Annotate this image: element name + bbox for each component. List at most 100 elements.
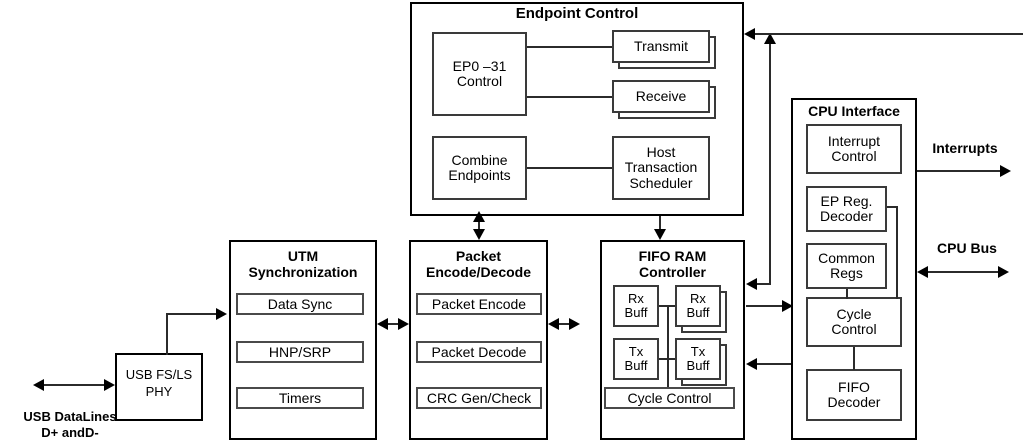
rx-buff-right-label-line1: Rx (690, 290, 706, 306)
utm-sync-title-line1: UTM (287, 248, 319, 264)
tx-buff-right-box: Tx Buff (675, 338, 721, 380)
host-scheduler-label-line2: Transaction (624, 159, 698, 176)
host-transaction-scheduler-box: Host Transaction Scheduler (612, 136, 710, 200)
connector-phy-up (166, 313, 168, 355)
ep0-31-control-box: EP0 –31 Control (432, 32, 527, 116)
hnp-srp-label: HNP/SRP (268, 344, 332, 360)
transmit-box: Transmit (612, 30, 710, 63)
arrow-external-bus-to-endpoint (744, 28, 755, 40)
interrupt-control-box: Interrupt Control (806, 124, 902, 174)
host-scheduler-label-line3: Scheduler (629, 174, 693, 191)
ep-reg-decoder-box: EP Reg. Decoder (806, 186, 887, 232)
packet-encode-decode-title-line2: Encode/Decode (425, 264, 532, 280)
arrow-endpoint-to-fifo (654, 229, 666, 240)
arrow-usb-datalines-right (104, 379, 115, 391)
common-regs-label-line2: Regs (830, 265, 863, 281)
connector-epreg-to-cyclecontrol (896, 206, 898, 299)
connector-fifo-to-endpoint-horizontal-lower (757, 283, 771, 285)
cpu-bus-label: CPU Bus (937, 240, 997, 256)
arrow-utm-packet-right (398, 318, 409, 330)
cpu-interface-title: CPU Interface (808, 103, 900, 119)
arrow-endpoint-packet-up (473, 211, 485, 222)
connector-cpu-to-fifo (757, 363, 791, 365)
connector-buffs-to-cyclecontrol (667, 305, 669, 387)
connector-packet-to-fifo (559, 323, 577, 325)
common-regs-box: Common Regs (806, 243, 887, 289)
connector-interrupts (917, 170, 1002, 172)
usb-phy-label-line1: USB FS/LS (125, 367, 193, 382)
combine-endpoints-label-line1: Combine (451, 151, 508, 168)
fifo-decoder-label-line1: FIFO (838, 378, 870, 395)
arrow-utm-packet-left (377, 318, 388, 330)
endpoint-control-title: Endpoint Control (515, 5, 639, 22)
connector-fifo-to-endpoint-vertical (769, 44, 771, 285)
tx-buff-left-label-line1: Tx (628, 343, 644, 359)
tx-buff-right-label-line2: Buff (686, 358, 710, 373)
usb-datalines-label-line1: USB DataLines (23, 409, 117, 424)
connector-commonregs-to-cyclecontrol (846, 289, 848, 299)
data-sync-box: Data Sync (236, 293, 364, 315)
block-usb-phy (115, 353, 203, 421)
utm-sync-title-line2: Synchronization (248, 264, 358, 280)
packet-decode-box: Packet Decode (416, 341, 542, 363)
tx-buff-left-box: Tx Buff (613, 338, 659, 380)
receive-label: Receive (635, 87, 687, 104)
fifo-decoder-box: FIFO Decoder (806, 369, 902, 421)
tx-buff-left-label-line2: Buff (624, 358, 648, 373)
combine-endpoints-box: Combine Endpoints (432, 136, 527, 200)
crc-gen-check-box: CRC Gen/Check (416, 387, 542, 409)
packet-encode-label: Packet Encode (431, 296, 527, 312)
common-regs-label-line1: Common (818, 249, 875, 266)
crc-gen-check-label: CRC Gen/Check (426, 390, 532, 406)
arrow-fifo-to-cpu (782, 300, 793, 312)
connector-epreg-right-stub (887, 206, 898, 208)
rx-buff-left-label-line2: Buff (624, 305, 648, 320)
timers-box: Timers (236, 387, 364, 409)
arrow-packet-fifo-left (548, 318, 559, 330)
arrow-cpu-bus-right (998, 266, 1009, 278)
fifo-decoder-label-line2: Decoder (827, 394, 881, 410)
cpu-cycle-control-box: Cycle Control (806, 297, 902, 347)
interrupt-control-label-line2: Control (831, 148, 877, 164)
connector-usb-datalines (44, 384, 106, 386)
rx-buff-right-label-line2: Buff (686, 305, 710, 320)
fifo-ram-controller-title-line2: Controller (639, 264, 706, 280)
receive-box: Receive (612, 80, 710, 113)
tx-buff-right-label-line1: Tx (690, 343, 706, 359)
interrupts-label: Interrupts (932, 140, 998, 156)
packet-decode-label: Packet Decode (431, 344, 527, 360)
packet-encode-box: Packet Encode (416, 293, 542, 315)
interrupt-control-label-line1: Interrupt (827, 132, 881, 149)
arrow-usb-datalines-left (33, 379, 44, 391)
arrow-fifo-to-endpoint-up (764, 33, 776, 44)
ep0-31-control-label-line1: EP0 –31 (452, 57, 507, 74)
fifo-ram-controller-title-line1: FIFO RAM (638, 248, 707, 264)
connector-fifo-to-cpu (746, 305, 786, 307)
cpu-cycle-control-label-line1: Cycle (836, 305, 872, 322)
rx-buff-left-box: Rx Buff (613, 285, 659, 327)
cpu-cycle-control-label-line2: Control (831, 321, 877, 337)
ep0-31-control-label-line2: Control (456, 73, 503, 89)
ep-reg-decoder-label-line1: EP Reg. (820, 192, 873, 209)
arrow-endpoint-packet-down (473, 229, 485, 240)
timers-label: Timers (278, 390, 322, 406)
data-sync-label: Data Sync (267, 296, 333, 312)
rx-buff-left-label-line1: Rx (628, 290, 644, 306)
fifo-cycle-control-box: Cycle Control (604, 387, 735, 409)
rx-buff-right-box: Rx Buff (675, 285, 721, 327)
connector-cyclecontrol-to-fifodecoder (853, 347, 855, 370)
arrow-cpu-to-fifo (746, 358, 757, 370)
combine-endpoints-label-line2: Endpoints (448, 167, 511, 183)
ep-reg-decoder-label-line2: Decoder (820, 208, 873, 224)
host-scheduler-label-line1: Host (646, 144, 676, 161)
connector-endpoint-to-fifo (659, 216, 661, 232)
connector-external-bus-to-endpoint (755, 33, 1023, 35)
transmit-label: Transmit (634, 37, 688, 54)
arrow-cpu-bus-left (917, 266, 928, 278)
arrow-phy-to-utm (216, 308, 227, 320)
connector-combine-to-scheduler (527, 167, 612, 169)
hnp-srp-box: HNP/SRP (236, 341, 364, 363)
connector-utm-to-packet (388, 323, 406, 325)
connector-ep-to-receive (527, 96, 612, 98)
